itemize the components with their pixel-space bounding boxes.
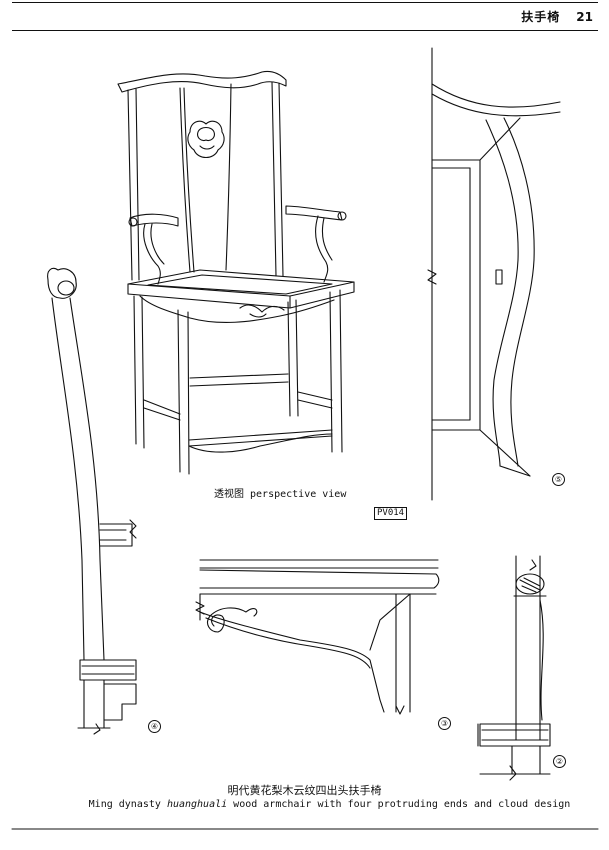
caption-en-prefix: Ming dynasty: [88, 799, 167, 810]
detail-number-5: ⑤: [552, 473, 565, 486]
detail-number-3: ③: [438, 717, 451, 730]
detail-2-leg-section: [477, 555, 551, 781]
caption-en-suffix: wood armchair with four protruding ends …: [227, 799, 571, 810]
caption-chinese: 明代黄花梨木云纹四出头扶手椅: [227, 784, 382, 797]
detail-4-back-post: [47, 267, 137, 735]
header-rule: [12, 30, 598, 31]
detail-number-2: ②: [553, 755, 566, 768]
detail-number-4: ④: [148, 720, 161, 733]
figure-code: PV014: [374, 507, 408, 520]
perspective-label: 透视图 perspective view: [214, 489, 347, 500]
page-header: 扶手椅 21: [521, 8, 593, 25]
header-title: 扶手椅: [521, 10, 561, 24]
caption-en-italic: huanghuali: [166, 799, 228, 810]
detail-3-seat-apron: [195, 559, 440, 715]
caption-english: Ming dynasty huanghuali wood armchair wi…: [0, 799, 609, 810]
header-rule-top: [12, 2, 598, 3]
detail-5-arm-joint: [427, 47, 561, 501]
page-number: 21: [576, 9, 593, 24]
perspective-chair: [117, 70, 355, 475]
